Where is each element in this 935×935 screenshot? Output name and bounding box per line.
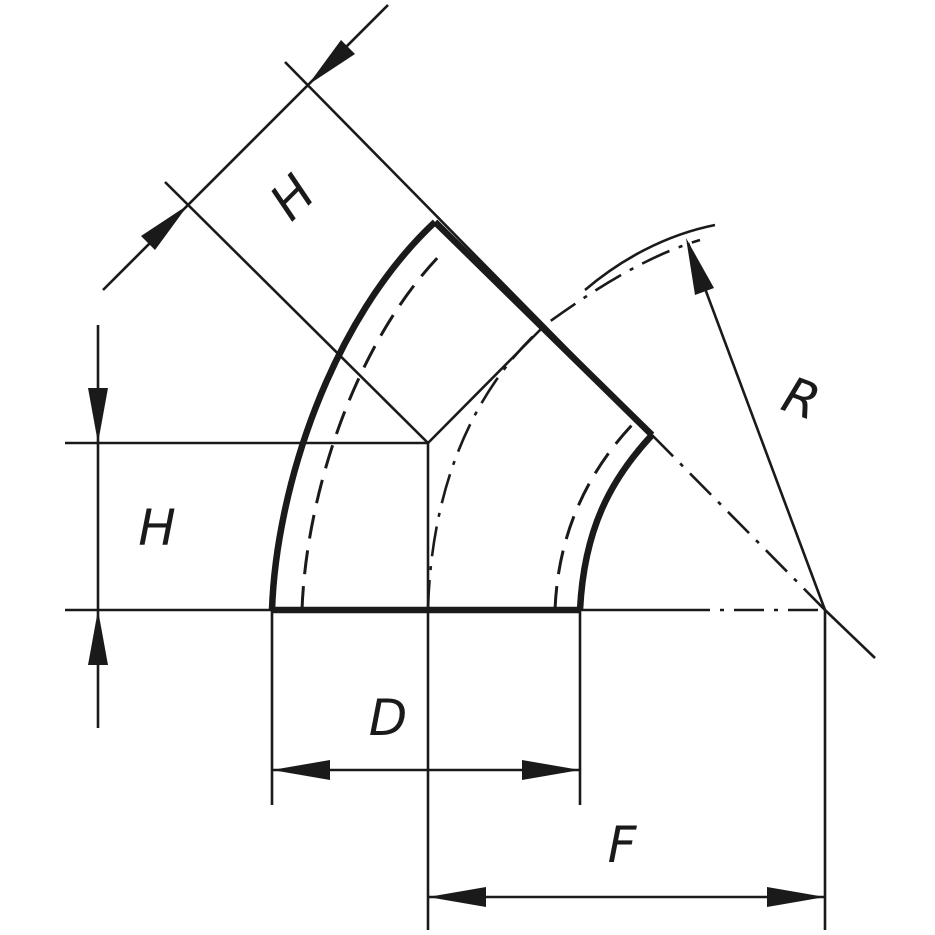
- inner-wall: [576, 432, 655, 611]
- outer-wall: [268, 219, 438, 611]
- construction-lines: [65, 61, 876, 930]
- radius-arc: [584, 223, 716, 291]
- centerline-arc: [426, 238, 701, 611]
- h-angled-arrow-upper: [308, 40, 355, 85]
- label-h-angled: H: [259, 164, 327, 232]
- h-vertical-arrow-bottom: [88, 610, 108, 665]
- h-vertical-arrow-top: [88, 388, 108, 443]
- label-r: R: [775, 366, 827, 432]
- r-arrow: [686, 238, 714, 295]
- d-arrow-right: [522, 760, 580, 780]
- elbow-body: [268, 219, 701, 614]
- inner-wall-thickness: [553, 423, 634, 611]
- f-arrow-left: [428, 887, 486, 907]
- label-h-vertical: H: [138, 499, 176, 557]
- label-f: F: [608, 816, 638, 874]
- h-angled-ext-outer: [284, 61, 653, 436]
- diagonal-construction: [427, 324, 546, 444]
- d-arrow-left: [272, 760, 330, 780]
- label-d: D: [369, 689, 408, 747]
- h-angled-ext-inner: [164, 181, 429, 444]
- dimensions: [88, 4, 827, 907]
- outer-wall-thickness: [300, 248, 447, 611]
- f-arrow-right: [767, 887, 825, 907]
- h-angled-arrow-lower: [141, 205, 188, 250]
- r-dim-line: [686, 242, 827, 611]
- radius-ext: [824, 609, 876, 659]
- radius-centerline: [651, 434, 826, 611]
